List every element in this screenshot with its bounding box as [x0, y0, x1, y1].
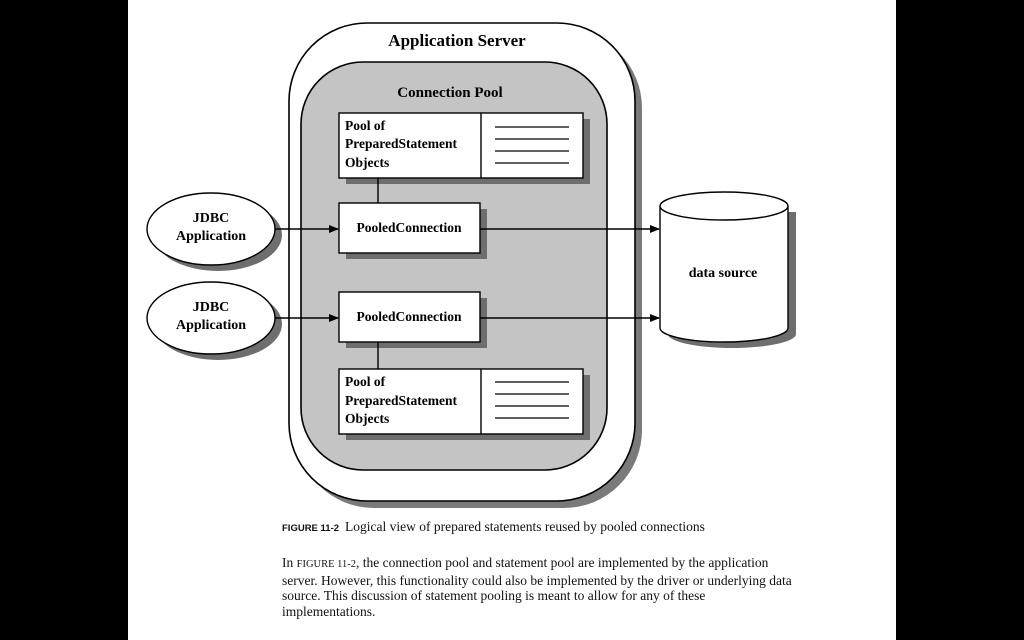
jdbc-application-1-line2: Application	[176, 229, 246, 244]
jdbc-application-1: JDBC Application	[146, 192, 282, 271]
figure-label: FIGURE 11-2	[282, 523, 340, 534]
body-paragraph: In FIGURE 11-2, the connection pool and …	[282, 555, 802, 619]
connection-pool-title: Connection Pool	[397, 85, 502, 101]
jdbc-application-2-line1: JDBC	[193, 300, 230, 315]
figure-reference: FIGURE 11-2	[296, 559, 357, 570]
statement-list-bottom	[495, 381, 569, 419]
application-server-title: Application Server	[388, 31, 526, 50]
body-text-post: , the connection pool and statement pool…	[282, 555, 792, 619]
statement-pool-bottom: Pool of PreparedStatement Objects	[338, 368, 590, 440]
jdbc-application-2: JDBC Application	[146, 281, 282, 360]
statement-pool-bottom-line1: Pool of	[345, 374, 386, 389]
pooled-connection-1: PooledConnection	[338, 202, 487, 259]
statement-pool-top-line2: PreparedStatement	[345, 136, 457, 151]
body-text-pre: In	[282, 555, 297, 570]
figure-caption-text: Logical view of prepared statements reus…	[345, 519, 705, 534]
statement-list-top	[495, 126, 569, 164]
statement-pool-top: Pool of PreparedStatement Objects	[338, 112, 590, 184]
figure-caption: FIGURE 11-2 Logical view of prepared stat…	[282, 519, 705, 535]
statement-pool-bottom-line2: PreparedStatement	[345, 393, 457, 408]
pooled-connection-2: PooledConnection	[338, 291, 487, 348]
jdbc-application-2-line2: Application	[176, 318, 246, 333]
pooled-connection-2-label: PooledConnection	[356, 309, 461, 324]
data-source-label: data source	[689, 266, 758, 281]
arrows	[275, 225, 660, 322]
jdbc-application-1-line1: JDBC	[193, 211, 230, 226]
statement-pool-top-line3: Objects	[345, 155, 389, 170]
data-source-cylinder: data source	[659, 191, 796, 348]
statement-pool-top-line1: Pool of	[345, 118, 386, 133]
statement-pool-bottom-line3: Objects	[345, 411, 389, 426]
pooled-connection-1-label: PooledConnection	[356, 220, 461, 235]
